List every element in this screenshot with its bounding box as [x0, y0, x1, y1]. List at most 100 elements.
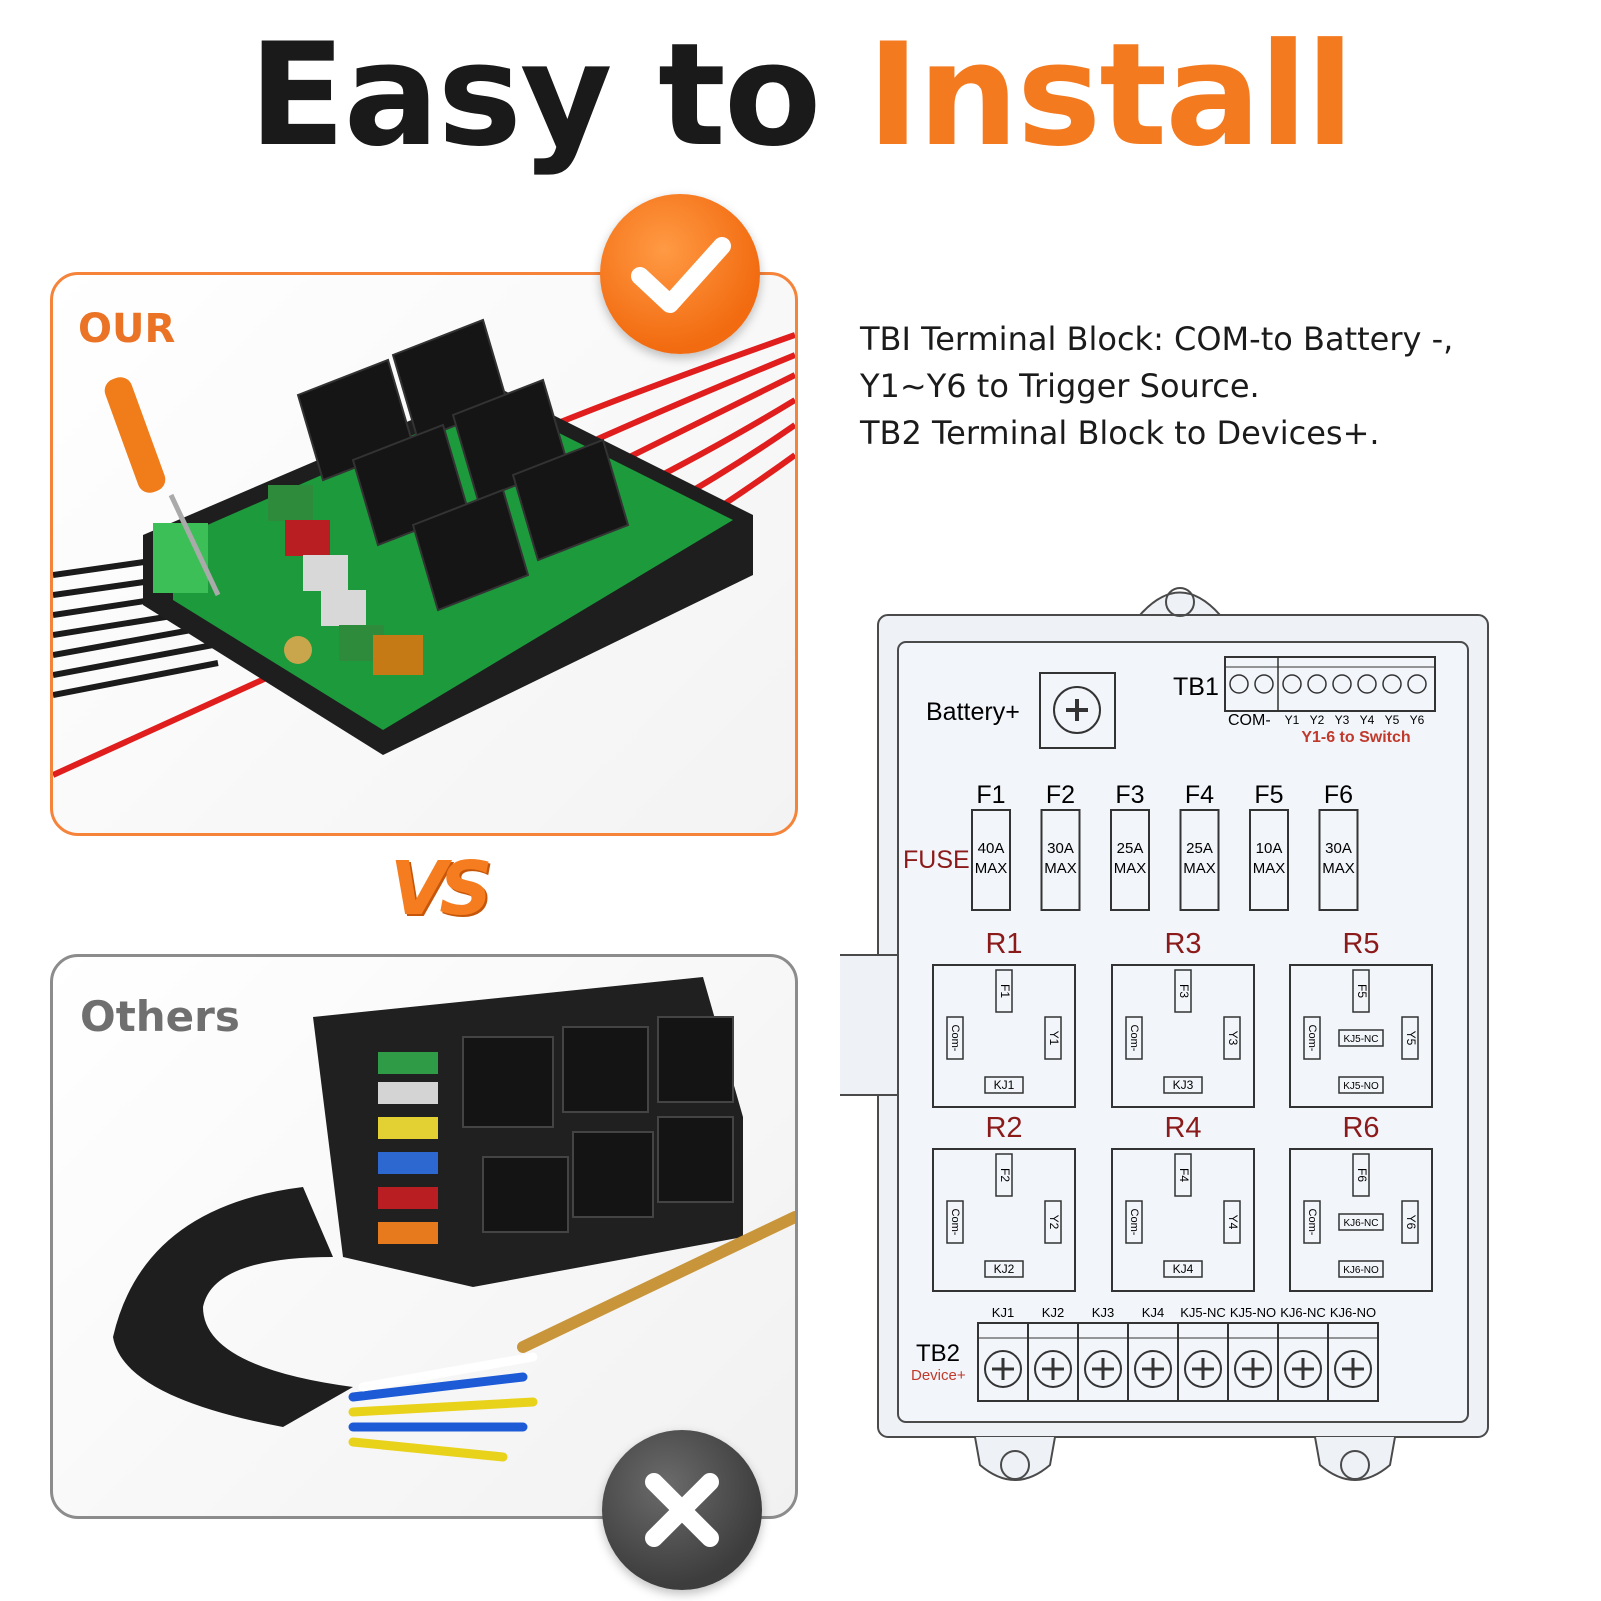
relay-pin — [1163, 1260, 1203, 1278]
relay-fuse-pin: F4 — [1177, 1168, 1191, 1182]
headline-part2: Install — [866, 13, 1354, 178]
relay-pin — [1303, 1016, 1321, 1060]
tb2-terminal-label: KJ1 — [992, 1305, 1014, 1320]
tb2-screw-icon — [1034, 1350, 1072, 1388]
relay-pin — [1401, 1016, 1419, 1060]
relay-pin — [1303, 1200, 1321, 1244]
relay-outline — [1111, 1148, 1255, 1292]
relay-pin — [1223, 1016, 1241, 1060]
tb2-terminal-label: KJ6-NC — [1280, 1305, 1326, 1320]
mount-hole — [1165, 587, 1195, 617]
tb2-screw-slot — [1292, 1358, 1314, 1380]
our-label: OUR — [78, 306, 176, 352]
tb2-screw-slot — [992, 1358, 1014, 1380]
fuse-outline — [971, 809, 1011, 911]
others-product-photo — [50, 954, 798, 1519]
relay-pin — [995, 1153, 1013, 1197]
relay-pin — [1223, 1200, 1241, 1244]
tb2-screw-icon — [984, 1350, 1022, 1388]
relay-trigger-pin: Y3 — [1226, 1031, 1240, 1046]
fuse-outline — [1179, 809, 1220, 911]
loose-wire-ends — [348, 1352, 538, 1462]
tb2-terminal-label: KJ2 — [1042, 1305, 1064, 1320]
instruction-line: TBI Terminal Block: COM-to Battery -, — [860, 320, 1454, 358]
relays — [296, 318, 630, 612]
relay-pin — [1163, 1076, 1203, 1094]
tb1-switch-note: Y1-6 to Switch — [1301, 729, 1410, 746]
tb2-screw-icon — [1284, 1350, 1322, 1388]
relay-pin — [1174, 1153, 1192, 1197]
tb1-terminal-block — [1224, 656, 1436, 712]
wire-harness — [113, 1187, 353, 1427]
tb1-terminal: Y3 — [1335, 713, 1350, 727]
fuse-name: F5 — [1254, 781, 1283, 809]
relay-fuse-pin: F6 — [1355, 1168, 1369, 1182]
relay-name: R2 — [985, 1112, 1022, 1144]
fuse-rating: 30A — [1047, 840, 1074, 857]
fuse-name: F2 — [1046, 781, 1075, 809]
fuse-rating: 25A — [1186, 840, 1213, 857]
others-label: Others — [80, 992, 240, 1041]
battery-post — [284, 636, 312, 664]
fuse-max: MAX — [1183, 860, 1216, 877]
fuse-max: MAX — [1044, 860, 1077, 877]
relay-pin — [1338, 1260, 1384, 1278]
relay-name: R1 — [985, 928, 1022, 960]
tb2-screw-slot — [1342, 1358, 1364, 1380]
tb2-screw-slot — [1042, 1358, 1064, 1380]
relay-pin — [1338, 1213, 1384, 1231]
relay-pin — [1352, 1153, 1370, 1197]
tb2-screw-icon — [1084, 1350, 1122, 1388]
competitor-fuses — [378, 1052, 438, 1244]
relay-com-pin: Com- — [1306, 1209, 1318, 1236]
screwdriver — [104, 377, 221, 597]
relay-nc-pin: KJ6-NC — [1343, 1218, 1378, 1229]
tb1-terminal: Y6 — [1410, 713, 1425, 727]
relay-pin — [946, 1200, 964, 1244]
relay-outline — [1289, 964, 1433, 1108]
instruction-line: Y1~Y6 to Trigger Source. — [860, 367, 1260, 405]
relay-pin — [1401, 1200, 1419, 1244]
relay-output-pin: KJ2 — [994, 1262, 1015, 1276]
relay-pin — [1044, 1016, 1062, 1060]
relay-name: R5 — [1342, 928, 1379, 960]
relay-nc-pin: KJ5-NC — [1343, 1034, 1378, 1045]
relay-outline — [932, 1148, 1076, 1292]
tb2-device-label: Device+ — [911, 1367, 966, 1384]
fuse-name: F4 — [1185, 781, 1214, 809]
mount-hole — [1340, 1450, 1370, 1480]
headline: Easy to Install — [0, 17, 1601, 174]
checkmark-badge — [600, 194, 760, 354]
tb2-screw-icon — [1184, 1350, 1222, 1388]
relay-pin — [1338, 1076, 1384, 1094]
fuse-name: F3 — [1115, 781, 1144, 809]
fuse-label: FUSE — [903, 846, 970, 874]
relay-output-pin: KJ6-NO — [1343, 1265, 1379, 1276]
relay-outline — [1289, 1148, 1433, 1292]
relay-trigger-pin: Y4 — [1226, 1215, 1240, 1230]
relay-pin — [984, 1076, 1024, 1094]
fuse-outline — [1110, 809, 1150, 911]
tb1-com-label: COM- — [1228, 712, 1271, 729]
relay-pin — [1352, 969, 1370, 1013]
competitor-relays — [462, 1016, 734, 1233]
fuse-row — [268, 485, 423, 675]
relay-pin — [984, 1260, 1024, 1278]
install-instructions: TBI Terminal Block: COM-to Battery -, Y1… — [860, 316, 1453, 457]
tb1-label: TB1 — [1173, 673, 1219, 701]
fuse-name: F6 — [1324, 781, 1353, 809]
relay-pin — [1125, 1016, 1143, 1060]
relay-com-pin: Com- — [1128, 1025, 1140, 1052]
mount-hole — [1000, 1450, 1030, 1480]
tb1-terminal: Y2 — [1310, 713, 1325, 727]
fuse-outline — [1040, 809, 1081, 911]
relay-com-pin: Com- — [949, 1025, 961, 1052]
relay-com-pin: Com- — [1306, 1025, 1318, 1052]
relay-output-pin: KJ1 — [994, 1078, 1015, 1092]
relay-output-pin: KJ4 — [1173, 1262, 1194, 1276]
relay-output-pin: KJ5-NO — [1343, 1081, 1379, 1092]
